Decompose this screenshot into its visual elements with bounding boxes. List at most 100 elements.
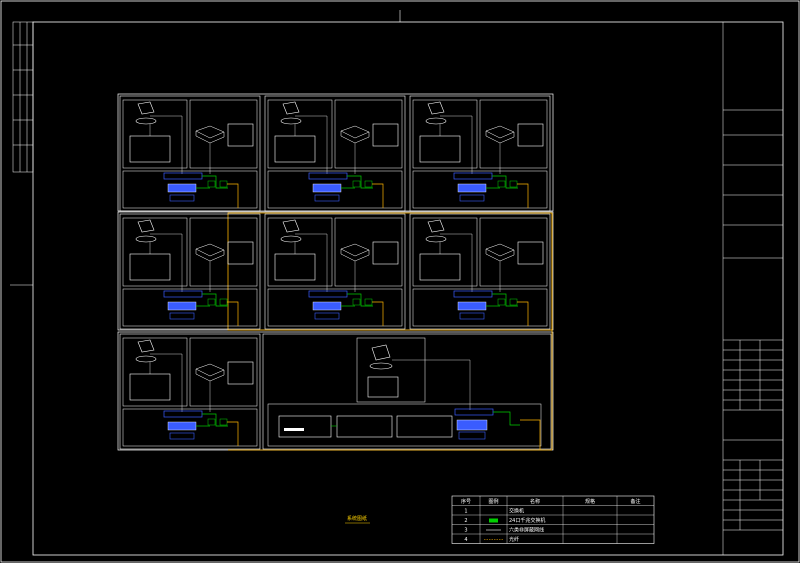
fiber-drop bbox=[517, 183, 529, 208]
projector-icon bbox=[340, 125, 370, 144]
legend-row-no: 3 bbox=[464, 528, 467, 534]
legend-frame bbox=[451, 495, 655, 544]
display-zone bbox=[189, 217, 258, 287]
ptz-camera-icon bbox=[137, 219, 155, 233]
ptz-camera-icon bbox=[137, 101, 155, 115]
room-block-6 bbox=[409, 213, 551, 330]
projector-icon bbox=[485, 243, 515, 262]
codec-box bbox=[419, 135, 461, 163]
media-converter-icon bbox=[352, 298, 361, 306]
screen-icon bbox=[227, 241, 254, 265]
legend-row-no: 4 bbox=[464, 537, 467, 543]
gateway-unit bbox=[396, 415, 453, 438]
ptz-camera-icon bbox=[371, 344, 391, 361]
room-block-7 bbox=[119, 333, 261, 450]
codec-box bbox=[274, 135, 316, 163]
equipment-zone bbox=[267, 170, 403, 209]
equipment-zone bbox=[122, 288, 258, 327]
router-icon bbox=[454, 408, 494, 416]
switch-icon bbox=[167, 183, 197, 193]
equipment-zone bbox=[267, 288, 403, 327]
patch-panel-icon bbox=[314, 312, 340, 320]
cable-link bbox=[492, 293, 518, 307]
fiber-drop bbox=[520, 419, 541, 450]
cable-link bbox=[347, 175, 373, 189]
cable-link bbox=[492, 175, 518, 189]
switch-icon bbox=[312, 301, 342, 311]
drawing-caption: 系统图纸 bbox=[347, 515, 367, 522]
room-frame bbox=[119, 333, 261, 450]
patch-panel-icon bbox=[169, 312, 195, 320]
patch-panel-icon bbox=[169, 194, 195, 202]
cable-link bbox=[347, 293, 373, 307]
projector-icon bbox=[195, 243, 225, 262]
legend-row-name: 交换机 bbox=[509, 508, 524, 515]
display-zone bbox=[334, 217, 403, 287]
inner-frame bbox=[32, 21, 784, 556]
room-block-5 bbox=[264, 213, 406, 330]
fiber-drop bbox=[517, 301, 529, 326]
media-converter-icon bbox=[207, 180, 216, 188]
codec-box bbox=[367, 376, 399, 398]
screen-icon bbox=[372, 241, 399, 265]
router-icon bbox=[308, 172, 348, 180]
camera-base bbox=[135, 235, 157, 243]
revision-strip bbox=[12, 21, 34, 173]
legend-row-no: 1 bbox=[464, 509, 467, 515]
camera-zone bbox=[122, 337, 188, 407]
camera-base bbox=[280, 117, 302, 125]
media-converter-icon bbox=[207, 418, 216, 426]
equipment-zone bbox=[122, 408, 258, 447]
display-zone bbox=[334, 99, 403, 169]
room-block-1 bbox=[119, 95, 261, 212]
legend-header-4: 备注 bbox=[630, 498, 640, 505]
title-block bbox=[722, 22, 783, 555]
control-camera-zone bbox=[356, 337, 426, 403]
screen-icon bbox=[227, 361, 254, 385]
codec-box bbox=[274, 253, 316, 281]
media-converter-icon bbox=[364, 180, 373, 188]
ptz-camera-icon bbox=[282, 101, 300, 115]
row-frame-1 bbox=[117, 93, 554, 212]
room-frame bbox=[119, 95, 261, 212]
core-switch-icon bbox=[456, 419, 488, 431]
media-converter-icon bbox=[352, 180, 361, 188]
camera-base bbox=[425, 235, 447, 243]
camera-zone bbox=[412, 99, 478, 169]
router-icon bbox=[163, 172, 203, 180]
screen-icon bbox=[517, 123, 544, 147]
room-frame bbox=[409, 95, 551, 212]
room-frame bbox=[409, 213, 551, 330]
legend-switch-icon bbox=[489, 518, 498, 523]
patch-panel-icon bbox=[314, 194, 340, 202]
row-frame-2 bbox=[117, 211, 554, 331]
mcu-slot bbox=[284, 428, 304, 431]
room-block-2 bbox=[264, 95, 406, 212]
router-icon bbox=[453, 290, 493, 298]
cable-link bbox=[202, 293, 228, 307]
switch-icon bbox=[457, 301, 487, 311]
switch-icon bbox=[457, 183, 487, 193]
ptz-camera-icon bbox=[282, 219, 300, 233]
router-icon bbox=[163, 290, 203, 298]
fiber-drop bbox=[227, 183, 239, 208]
patch-panel-icon bbox=[169, 432, 195, 440]
patch-panel-icon bbox=[458, 431, 486, 440]
screen-icon bbox=[227, 123, 254, 147]
camera-base bbox=[425, 117, 447, 125]
router-icon bbox=[308, 290, 348, 298]
row-frame-3 bbox=[117, 331, 554, 451]
cable-link bbox=[202, 175, 228, 189]
legend-row-name: 六类非屏蔽网线 bbox=[509, 527, 544, 534]
legend-header-1: 图例 bbox=[488, 498, 498, 505]
ptz-camera-icon bbox=[427, 219, 445, 233]
drawing-caption-group: 系统图纸 bbox=[345, 515, 370, 524]
room-frame bbox=[264, 213, 406, 330]
patch-panel-icon bbox=[459, 312, 485, 320]
camera-zone bbox=[267, 217, 333, 287]
projector-icon bbox=[340, 243, 370, 262]
codec-box bbox=[129, 373, 171, 401]
